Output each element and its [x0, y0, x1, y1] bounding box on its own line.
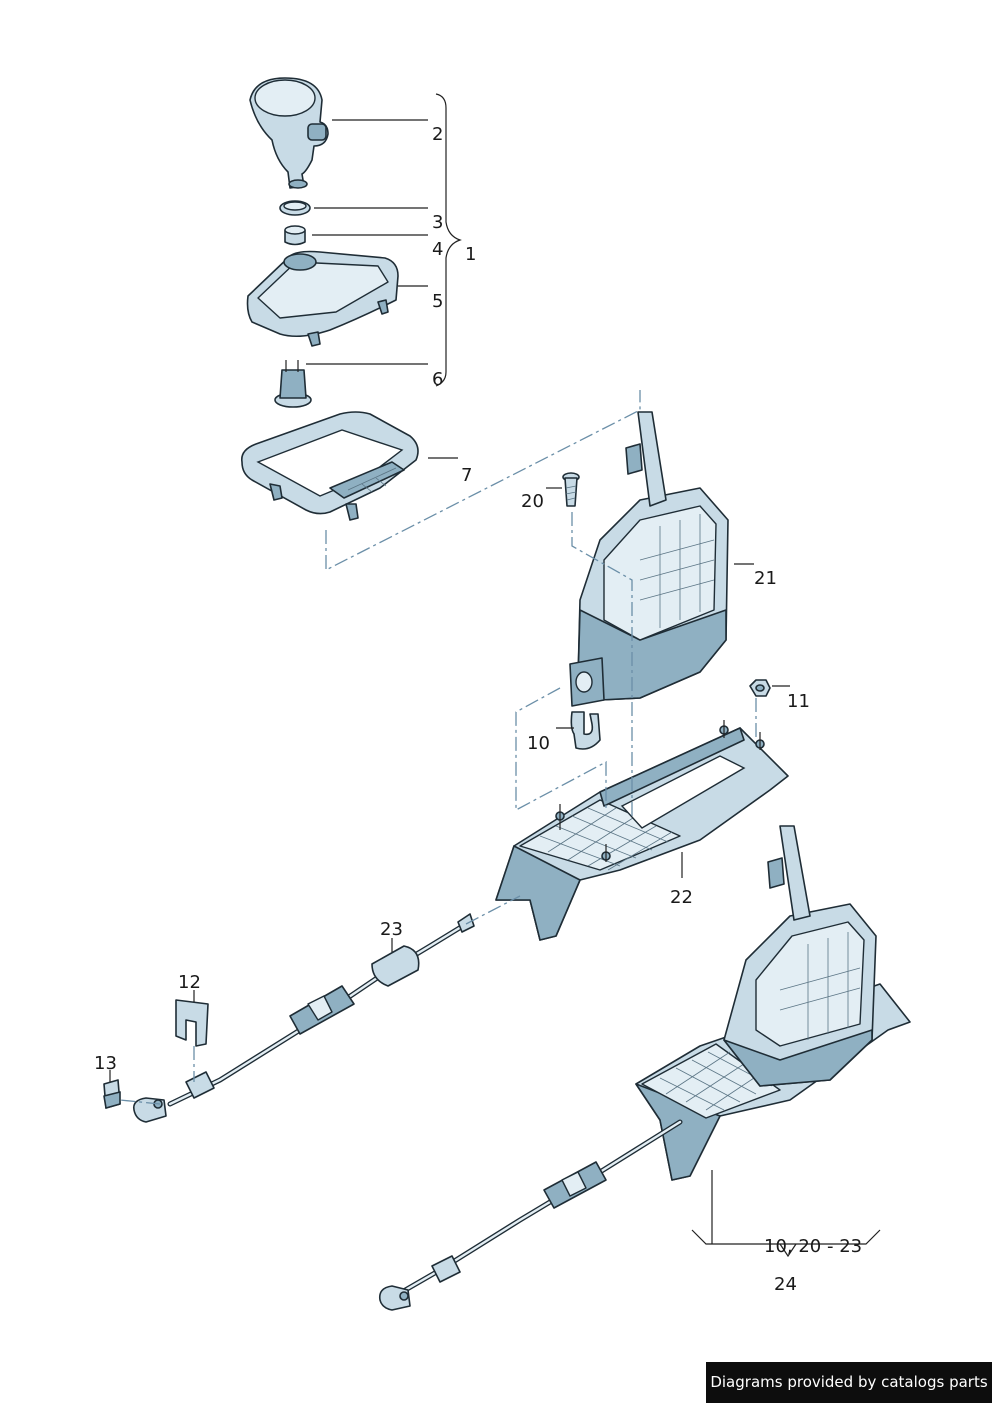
part-boot-cover: [246, 250, 399, 347]
callout-20: 20: [521, 491, 544, 512]
part-gear-knob: [249, 77, 329, 189]
assembly-guide-lines: [119, 390, 757, 1105]
part-complete-assembly: [378, 825, 911, 1311]
callout-range-24: 10, 20 - 23: [764, 1236, 862, 1257]
callout-24: 24: [774, 1274, 797, 1295]
part-trim-frame: [240, 411, 419, 521]
part-housing-base: [495, 720, 789, 941]
leader-lines: [109, 119, 790, 1244]
callout-6: 6: [432, 369, 443, 390]
part-selector-mechanism: [569, 411, 729, 707]
part-sleeve: [284, 225, 306, 246]
part-shift-cable: [132, 913, 475, 1123]
part-bolt: [562, 472, 580, 507]
callout-3: 3: [432, 212, 443, 233]
callout-10: 10: [527, 733, 550, 754]
part-nut: [749, 679, 771, 697]
part-damper-clip: [274, 360, 312, 408]
callout-labels: 2 3 4 1 5 6 7 20 21 11 10 22 23 12 13 10…: [94, 124, 862, 1295]
part-clip: [570, 711, 601, 750]
group-braces: [435, 93, 881, 1258]
callout-12: 12: [178, 972, 201, 993]
callout-4: 4: [432, 239, 443, 260]
callout-2: 2: [432, 124, 443, 145]
part-ring: [279, 200, 311, 216]
callout-13: 13: [94, 1053, 117, 1074]
callout-22: 22: [670, 887, 693, 908]
callout-21: 21: [754, 568, 777, 589]
attribution-footer: Diagrams provided by catalogs parts: [706, 1362, 992, 1403]
callout-7: 7: [461, 465, 472, 486]
callout-5: 5: [432, 291, 443, 312]
callout-23: 23: [380, 919, 403, 940]
callout-11: 11: [787, 691, 810, 712]
callout-1: 1: [465, 244, 476, 265]
part-small-clip: [103, 1079, 121, 1109]
part-retaining-clip: [175, 999, 209, 1047]
